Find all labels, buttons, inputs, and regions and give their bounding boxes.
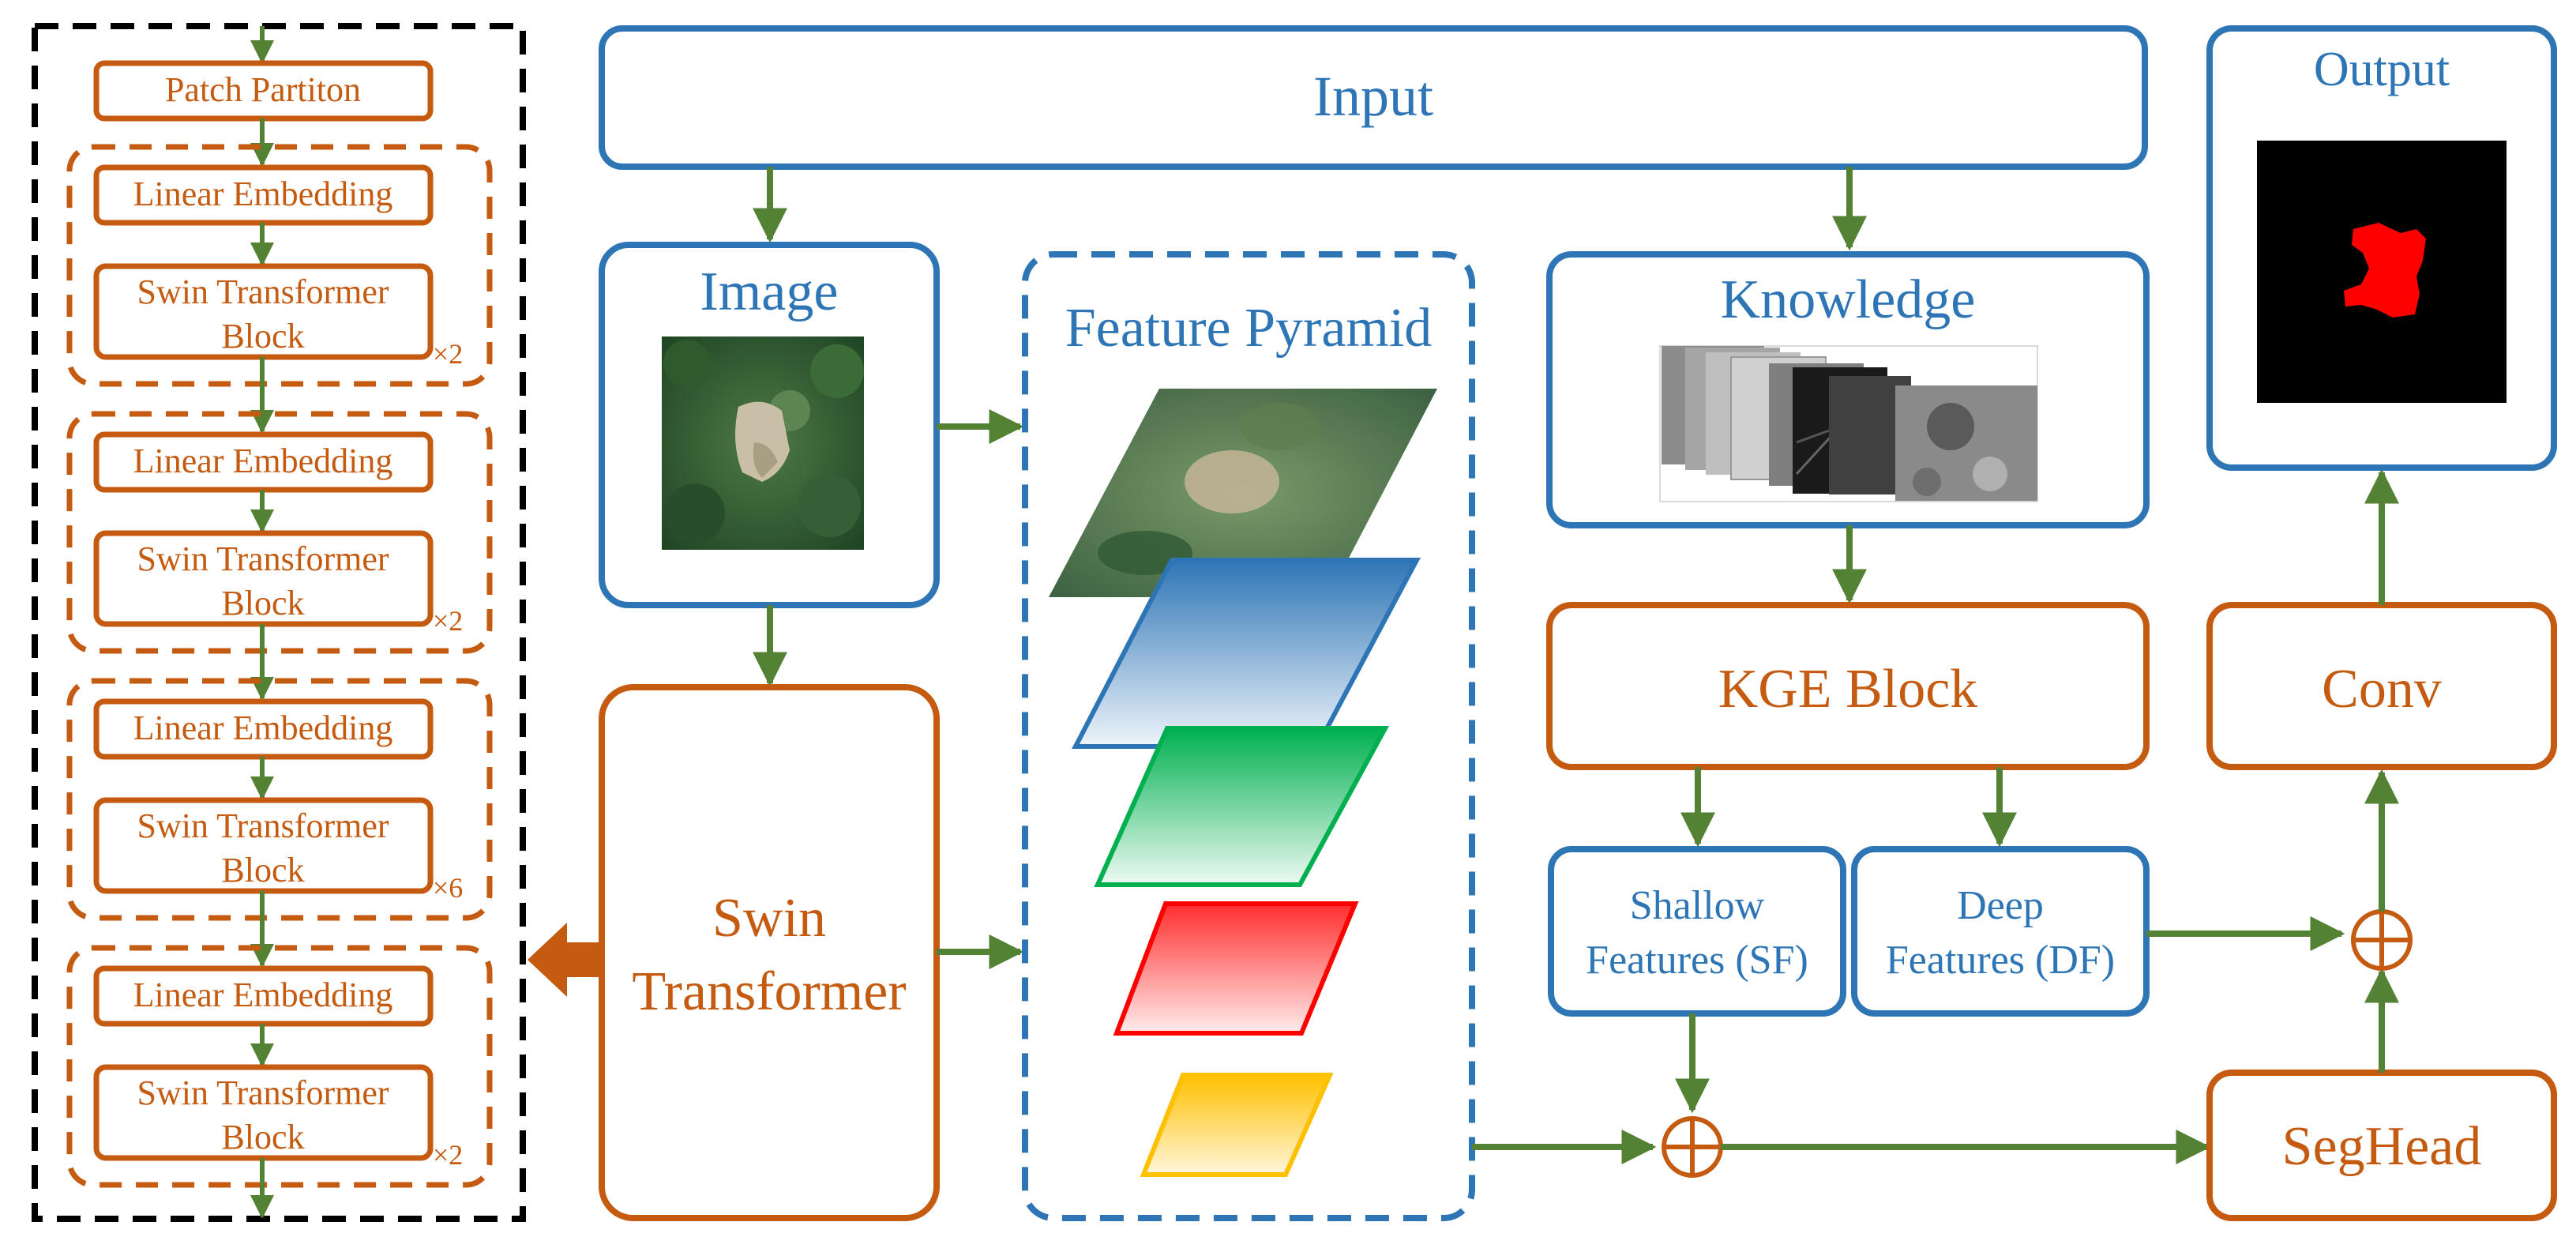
swin-block-label-line1: Swin Transformer	[137, 273, 389, 311]
shallow-features-box	[1548, 846, 1846, 1017]
linear-embedding-label: Linear Embedding	[133, 709, 393, 747]
linear-embedding-label: Linear Embedding	[133, 976, 393, 1014]
backbone-panel	[32, 23, 526, 1222]
input-box	[599, 25, 2148, 170]
feature-pyramid-label: Feature Pyramid	[1065, 298, 1433, 359]
repeat-count: ×2	[433, 605, 463, 637]
add-operator-icon	[2351, 909, 2413, 971]
linear-embedding-label: Linear Embedding	[133, 442, 393, 480]
swin-block-label-line1: Swin Transformer	[137, 1073, 389, 1112]
repeat-count: ×2	[433, 1139, 463, 1171]
expand-arrow-icon	[528, 923, 600, 997]
deep-features-box	[1851, 846, 2150, 1017]
swin-block-label-line2: Block	[221, 317, 304, 355]
repeat-count: ×2	[433, 338, 463, 370]
swin-block-label-line2: Block	[221, 851, 304, 889]
pyramid-level-3	[1113, 901, 1359, 1036]
repeat-count: ×6	[433, 872, 463, 904]
backbone-stage-4: Linear Embedding Swin Transformer Block …	[66, 945, 493, 1188]
kge-block-box	[1546, 602, 2150, 770]
backbone-stage-2: Linear Embedding Swin Transformer Block …	[66, 411, 493, 654]
deep-features-label-line2: Features (DF)	[1886, 938, 2115, 983]
pyramid-level-image	[1049, 389, 1437, 597]
add-operator-icon	[1662, 1116, 1723, 1178]
swin-block-label-line2: Block	[221, 1118, 304, 1156]
pyramid-level-2	[1094, 726, 1390, 887]
input-label: Input	[1313, 65, 1433, 128]
swin-transformer-label-line2: Transformer	[632, 961, 906, 1022]
linear-embedding-label: Linear Embedding	[133, 175, 393, 213]
seghead-label: SegHead	[2282, 1116, 2482, 1177]
swin-transformer-box	[599, 684, 940, 1221]
swin-block-label-line2: Block	[221, 584, 304, 622]
swin-block-label-line1: Swin Transformer	[137, 540, 389, 578]
swin-block-label-line1: Swin Transformer	[137, 806, 389, 845]
feature-pyramid-container	[1022, 251, 1475, 1221]
conv-label: Conv	[2322, 659, 2442, 720]
swin-transformer-label-line1: Swin	[712, 888, 826, 949]
pyramid-level-4	[1140, 1073, 1334, 1177]
knowledge-maps-stack	[1659, 345, 2038, 502]
backbone-stage-1: Linear Embedding Swin Transformer Block …	[66, 144, 493, 387]
backbone-stage-3: Linear Embedding Swin Transformer Block …	[66, 678, 493, 921]
image-label: Image	[700, 261, 839, 322]
knowledge-label: Knowledge	[1721, 269, 1976, 330]
output-label: Output	[2314, 43, 2450, 96]
aerial-image-thumbnail	[662, 337, 864, 550]
deep-features-label-line1: Deep	[1957, 883, 2044, 928]
shallow-features-label-line2: Features (SF)	[1586, 938, 1808, 983]
shallow-features-label-line1: Shallow	[1630, 883, 1765, 928]
segmentation-mask-image	[2257, 141, 2507, 403]
patch-partition-label: Patch Partiton	[165, 70, 361, 109]
kge-block-label: KGE Block	[1718, 659, 1978, 720]
